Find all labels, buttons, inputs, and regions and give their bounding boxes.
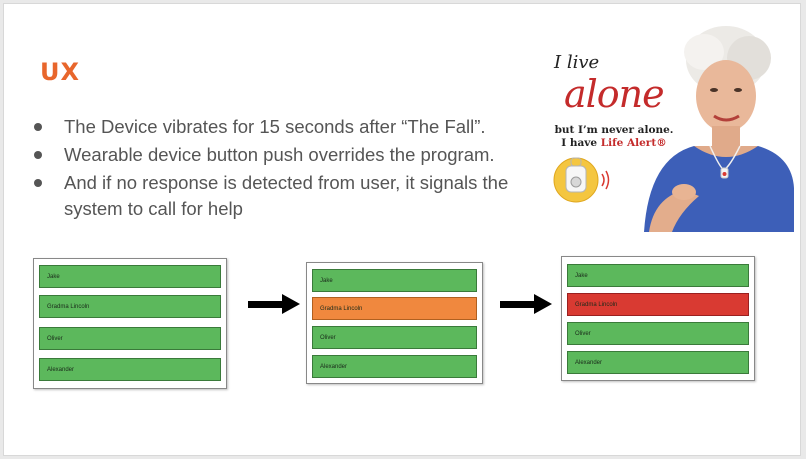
bullet-dot <box>34 123 42 131</box>
user-row-alexander[interactable]: Alexander <box>39 358 221 381</box>
slide-title: UX <box>40 58 80 86</box>
user-row-jake[interactable]: Jake <box>39 265 221 288</box>
user-row-oliver[interactable]: Oliver <box>567 322 749 345</box>
slide: UX The Device vibrates for 15 seconds af… <box>4 4 800 455</box>
ad-line-have: I have Life Alert® <box>544 137 684 150</box>
user-row-oliver[interactable]: Oliver <box>312 326 477 349</box>
bullet-text: The Device vibrates for 15 seconds after… <box>64 116 486 137</box>
status-panel-emergency: Jake Gradma Lincoln Oliver Alexander <box>561 256 755 381</box>
user-row-gradma-lincoln[interactable]: Gradma Lincoln <box>39 295 221 318</box>
status-panel-normal: Jake Gradma Lincoln Oliver Alexander <box>33 258 227 389</box>
ad-brand: Life Alert <box>600 137 657 149</box>
user-row-gradma-lincoln[interactable]: Gradma Lincoln <box>312 297 477 320</box>
bullet-item: And if no response is detected from user… <box>30 170 530 222</box>
bullet-list: The Device vibrates for 15 seconds after… <box>30 114 530 224</box>
bullet-item: The Device vibrates for 15 seconds after… <box>30 114 530 140</box>
bullet-text: And if no response is detected from user… <box>64 172 509 219</box>
arrow-right-icon <box>248 294 300 314</box>
ad-trademark: ® <box>656 137 667 149</box>
user-row-alexander[interactable]: Alexander <box>567 351 749 374</box>
bullet-dot <box>34 151 42 159</box>
user-row-alexander[interactable]: Alexander <box>312 355 477 378</box>
woman-illustration <box>553 26 794 232</box>
pendant-button-icon <box>553 157 599 203</box>
arrow-right-icon <box>500 294 552 314</box>
bullet-item: Wearable device button push overrides th… <box>30 142 530 168</box>
ad-line-never-alone: but I’m never alone. <box>554 124 674 136</box>
bullet-dot <box>34 179 42 187</box>
user-row-jake[interactable]: Jake <box>567 264 749 287</box>
user-row-gradma-lincoln[interactable]: Gradma Lincoln <box>567 293 749 316</box>
ad-line-alone: alone <box>564 72 665 116</box>
user-row-oliver[interactable]: Oliver <box>39 327 221 350</box>
ad-tagline: but I’m never alone. I have Life Alert® <box>544 124 684 150</box>
ad-line-i-live: I live <box>554 52 600 73</box>
vibration-icon <box>601 170 610 190</box>
bullet-text: Wearable device button push overrides th… <box>64 144 495 165</box>
life-alert-ad-image: I live alone but I’m never alone. I have… <box>544 18 794 232</box>
user-row-jake[interactable]: Jake <box>312 269 477 292</box>
ad-have-prefix: I have <box>561 137 601 149</box>
status-panel-alerting: Jake Gradma Lincoln Oliver Alexander <box>306 262 483 384</box>
